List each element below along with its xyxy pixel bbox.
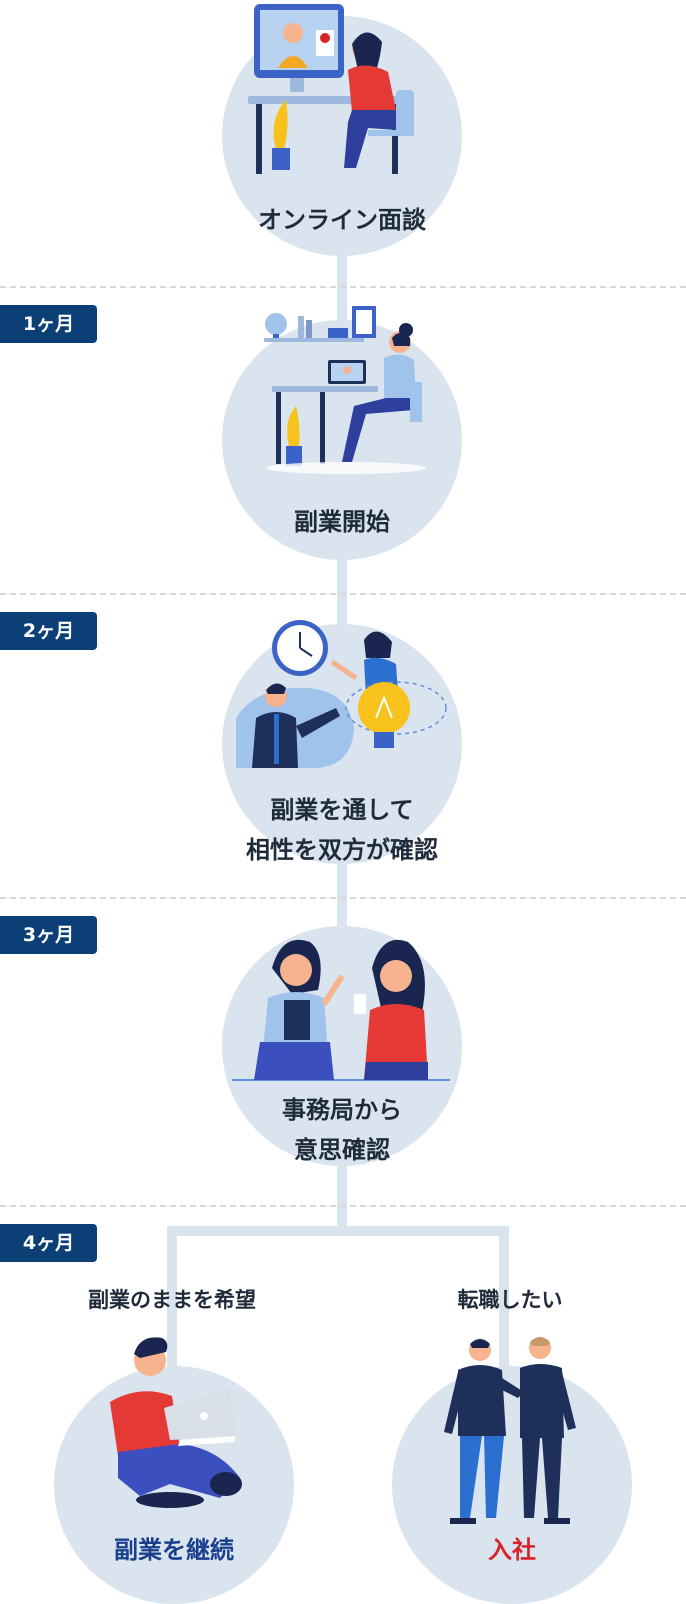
result-label-left: 副業を継続 xyxy=(114,1536,234,1564)
handshake-men-icon xyxy=(444,1337,576,1524)
man-with-laptop-icon xyxy=(110,1337,242,1508)
branch-connector-horizontal xyxy=(167,1226,509,1236)
divider-2 xyxy=(0,593,686,595)
branch-caption-right: 転職したい xyxy=(457,1288,563,1312)
step-label-2-line-1: 副業開始 xyxy=(294,508,390,536)
divider-3 xyxy=(0,897,686,899)
branch-caption-left: 副業のままを希望 xyxy=(88,1288,256,1312)
result-label-right: 入社 xyxy=(488,1536,536,1564)
divider-1 xyxy=(0,286,686,288)
step-label-3-line-1: 副業を通して xyxy=(270,796,414,824)
step-label-4-line-2: 意思確認 xyxy=(294,1136,390,1164)
remote-work-desk-icon xyxy=(264,306,426,474)
two-women-talking-icon xyxy=(232,939,450,1081)
month-badge-2: 2ヶ月 xyxy=(0,612,97,650)
step-label-3: 副業を通して 相性を双方が確認 xyxy=(212,790,472,870)
step-label-1: オンライン面談 xyxy=(258,206,426,234)
month-badge-1: 1ヶ月 xyxy=(0,305,97,343)
branch-connector-left xyxy=(167,1226,177,1376)
video-call-desk-icon xyxy=(248,4,414,174)
step-label-4-line-1: 事務局から xyxy=(282,1096,402,1124)
divider-4 xyxy=(0,1205,686,1207)
step-label-3-line-2: 相性を双方が確認 xyxy=(246,836,438,864)
branch-connector-right xyxy=(499,1226,509,1376)
idea-meeting-icon xyxy=(236,620,447,768)
month-badge-4: 4ヶ月 xyxy=(0,1224,97,1262)
step-label-4: 事務局から 意思確認 xyxy=(222,1090,462,1170)
result-circle-right xyxy=(392,1366,632,1604)
month-badge-3: 3ヶ月 xyxy=(0,916,97,954)
step-label-2: 副業開始 xyxy=(222,502,462,542)
